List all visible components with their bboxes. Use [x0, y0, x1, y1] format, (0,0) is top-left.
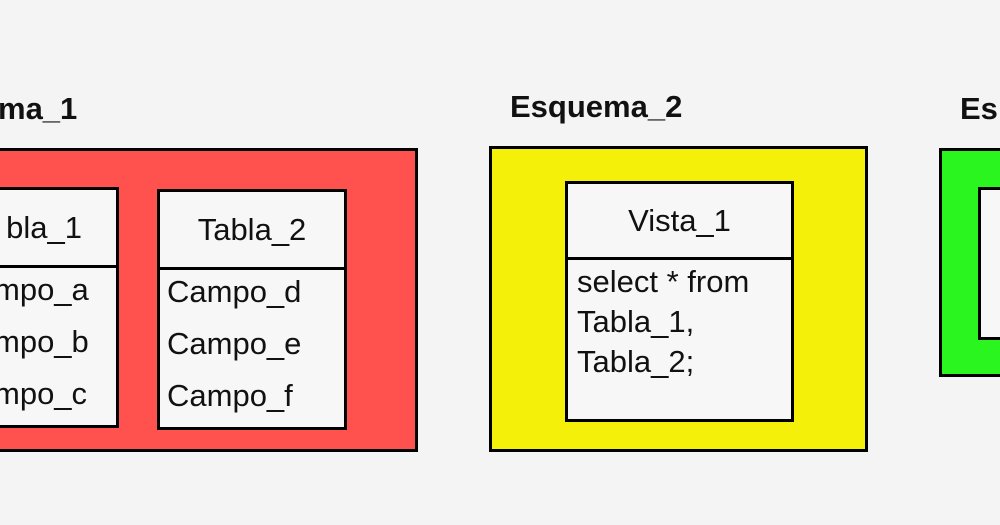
- view-1-query-line-2: Tabla_1,: [577, 304, 695, 339]
- view-1-query-line-3: Tabla_2;: [577, 344, 695, 379]
- view-1-query-line-1: select * from: [577, 264, 750, 299]
- schema-2-title: Esquema_2: [510, 89, 683, 124]
- schema-3-entity: [978, 187, 1000, 340]
- table-2-fields: Campo_d Campo_e Campo_f: [160, 270, 344, 427]
- schema-1-title: ma_1: [0, 91, 78, 126]
- table-2-field-e: Campo_e: [167, 326, 302, 361]
- view-1-entity: Vista_1 select * from Tabla_1, Tabla_2;: [565, 181, 794, 422]
- schema-1-box: bla_1 mpo_a mpo_b mpo_c Tabla_2 Campo_d …: [0, 148, 418, 452]
- table-1-name: bla_1: [0, 190, 116, 268]
- view-1-name: Vista_1: [568, 184, 791, 260]
- schema-2-box: Vista_1 select * from Tabla_1, Tabla_2;: [489, 146, 868, 452]
- table-2-field-f: Campo_f: [167, 378, 293, 413]
- table-2-field-d: Campo_d: [167, 274, 302, 309]
- table-1-entity: bla_1 mpo_a mpo_b mpo_c: [0, 187, 119, 428]
- table-1-field-a: mpo_a: [0, 272, 89, 307]
- schema-3-title: Es: [960, 91, 998, 126]
- schema-3-box: [939, 148, 1000, 377]
- table-1-fields: mpo_a mpo_b mpo_c: [0, 268, 116, 425]
- table-1-field-c: mpo_c: [0, 376, 88, 411]
- table-1-field-b: mpo_b: [0, 324, 89, 359]
- table-2-name: Tabla_2: [160, 192, 344, 270]
- table-2-entity: Tabla_2 Campo_d Campo_e Campo_f: [157, 189, 347, 430]
- view-1-query: select * from Tabla_1, Tabla_2;: [568, 260, 791, 419]
